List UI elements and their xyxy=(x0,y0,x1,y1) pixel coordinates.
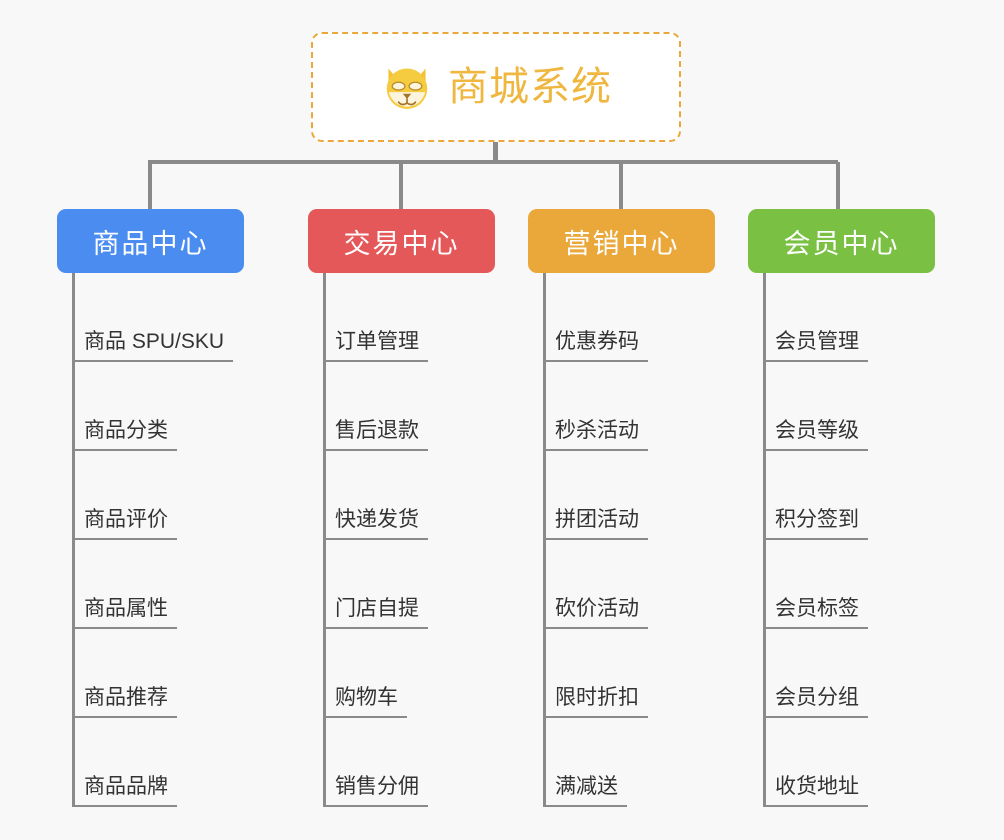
leaf-label: 限时折扣 xyxy=(546,686,648,718)
category-column-商品中心: 商品中心 商品 SPU/SKU 商品分类 商品评价 商品属性 商品推荐 商品品牌 xyxy=(57,209,244,807)
list-item[interactable]: 拼团活动 xyxy=(528,451,715,540)
leaf-label: 会员管理 xyxy=(766,330,868,362)
leaf-label: 收货地址 xyxy=(766,775,868,807)
list-item[interactable]: 收货地址 xyxy=(748,718,935,807)
list-item[interactable]: 商品品牌 xyxy=(57,718,244,807)
leaf-label: 门店自提 xyxy=(326,597,428,629)
category-header-4[interactable]: 会员中心 xyxy=(748,209,935,273)
list-item[interactable]: 会员分组 xyxy=(748,629,935,718)
list-item[interactable]: 满减送 xyxy=(528,718,715,807)
leaf-label: 拼团活动 xyxy=(546,508,648,540)
leaf-label: 商品分类 xyxy=(75,419,177,451)
leaf-label: 商品推荐 xyxy=(75,686,177,718)
list-item[interactable]: 优惠券码 xyxy=(528,273,715,362)
leaf-label: 会员标签 xyxy=(766,597,868,629)
category-header-1[interactable]: 商品中心 xyxy=(57,209,244,273)
leaf-area-1: 商品 SPU/SKU 商品分类 商品评价 商品属性 商品推荐 商品品牌 xyxy=(57,273,244,807)
list-item[interactable]: 门店自提 xyxy=(308,540,495,629)
category-column-交易中心: 交易中心 订单管理 售后退款 快递发货 门店自提 购物车 销售分佣 xyxy=(308,209,495,807)
list-item[interactable]: 会员标签 xyxy=(748,540,935,629)
leaf-label: 砍价活动 xyxy=(546,597,648,629)
list-item[interactable]: 商品 SPU/SKU xyxy=(57,273,244,362)
leaf-area-2: 订单管理 售后退款 快递发货 门店自提 购物车 销售分佣 xyxy=(308,273,495,807)
trunk-line-2 xyxy=(323,273,326,807)
category-header-3[interactable]: 营销中心 xyxy=(528,209,715,273)
leaf-label: 销售分佣 xyxy=(326,775,428,807)
list-item[interactable]: 商品推荐 xyxy=(57,629,244,718)
leaf-label: 购物车 xyxy=(326,686,407,718)
leaf-label: 订单管理 xyxy=(326,330,428,362)
list-item[interactable]: 购物车 xyxy=(308,629,495,718)
leaf-label: 商品 SPU/SKU xyxy=(75,330,234,362)
list-item[interactable]: 积分签到 xyxy=(748,451,935,540)
leaf-label: 积分签到 xyxy=(766,508,868,540)
category-column-营销中心: 营销中心 优惠券码 秒杀活动 拼团活动 砍价活动 限时折扣 满减送 xyxy=(528,209,715,807)
list-item[interactable]: 秒杀活动 xyxy=(528,362,715,451)
connector-horizontal-bus xyxy=(148,160,838,164)
leaf-label: 满减送 xyxy=(546,775,627,807)
leaf-label: 会员分组 xyxy=(766,686,868,718)
category-label-1: 商品中心 xyxy=(92,228,209,259)
leaf-label: 商品属性 xyxy=(75,597,177,629)
list-item[interactable]: 销售分佣 xyxy=(308,718,495,807)
list-item[interactable]: 快递发货 xyxy=(308,451,495,540)
connector-drop-1 xyxy=(148,162,152,210)
root-label: 商城系统 xyxy=(448,65,612,109)
list-item[interactable]: 商品评价 xyxy=(57,451,244,540)
leaf-label: 售后退款 xyxy=(326,419,428,451)
list-item[interactable]: 砍价活动 xyxy=(528,540,715,629)
leaf-label: 商品品牌 xyxy=(75,775,177,807)
category-label-4: 会员中心 xyxy=(783,228,900,259)
list-item[interactable]: 会员管理 xyxy=(748,273,935,362)
list-item[interactable]: 商品属性 xyxy=(57,540,244,629)
list-item[interactable]: 限时折扣 xyxy=(528,629,715,718)
list-item[interactable]: 商品分类 xyxy=(57,362,244,451)
category-column-会员中心: 会员中心 会员管理 会员等级 积分签到 会员标签 会员分组 收货地址 xyxy=(748,209,935,807)
category-header-2[interactable]: 交易中心 xyxy=(308,209,495,273)
trunk-line-1 xyxy=(72,273,75,807)
category-label-3: 营销中心 xyxy=(563,228,680,259)
leaf-label: 商品评价 xyxy=(75,508,177,540)
leaf-area-3: 优惠券码 秒杀活动 拼团活动 砍价活动 限时折扣 满减送 xyxy=(528,273,715,807)
list-item[interactable]: 订单管理 xyxy=(308,273,495,362)
category-label-2: 交易中心 xyxy=(343,228,460,259)
trunk-line-3 xyxy=(543,273,546,807)
leaf-label: 秒杀活动 xyxy=(546,419,648,451)
leaf-label: 快递发货 xyxy=(326,508,428,540)
trunk-line-4 xyxy=(763,273,766,807)
connector-drop-2 xyxy=(399,162,403,210)
connector-drop-3 xyxy=(619,162,623,210)
shiba-dog-face-icon xyxy=(386,68,428,111)
list-item[interactable]: 售后退款 xyxy=(308,362,495,451)
connector-drop-4 xyxy=(836,162,840,210)
leaf-label: 优惠券码 xyxy=(546,330,648,362)
list-item[interactable]: 会员等级 xyxy=(748,362,935,451)
leaf-area-4: 会员管理 会员等级 积分签到 会员标签 会员分组 收货地址 xyxy=(748,273,935,807)
root-node[interactable]: 商城系统 xyxy=(311,32,681,142)
leaf-label: 会员等级 xyxy=(766,419,868,451)
connector-root-stem xyxy=(493,142,498,164)
